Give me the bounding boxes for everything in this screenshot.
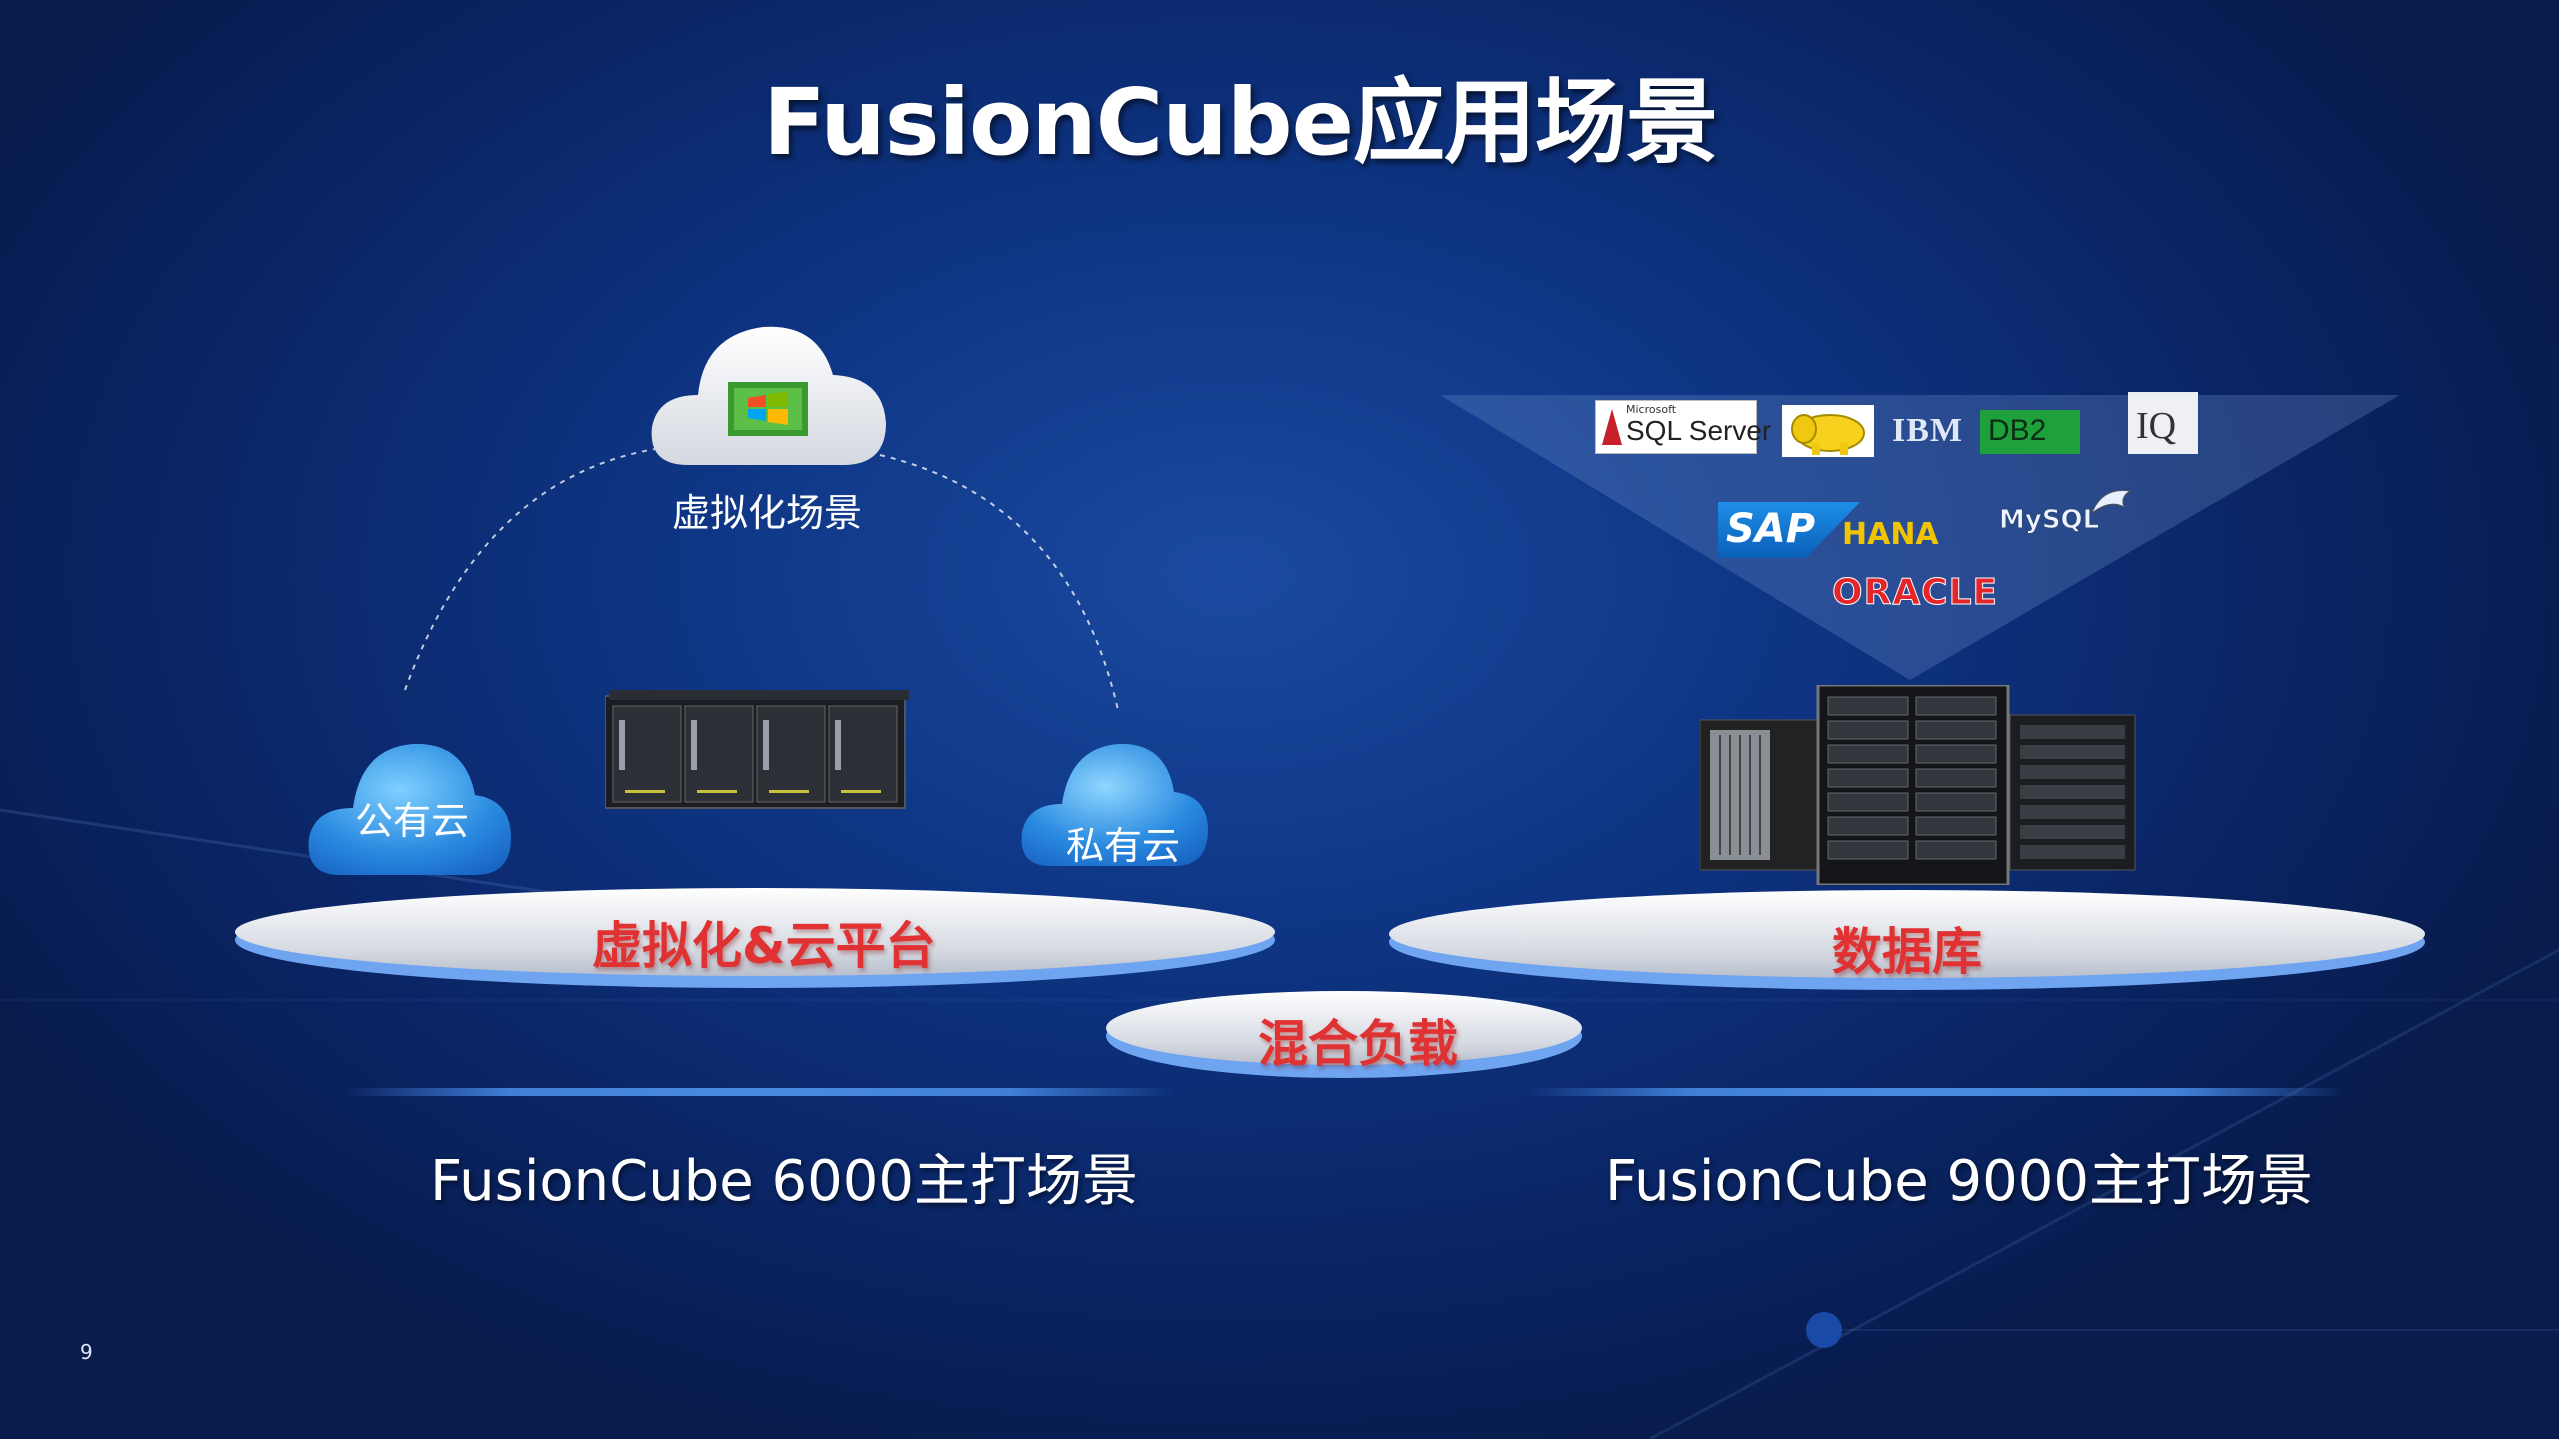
fusioncube-6000-caption: FusionCube 6000主打场景 <box>430 1149 1139 1214</box>
hana-logo: HANA <box>1842 517 1939 552</box>
mysql-logo: MySQL <box>1995 485 2140 537</box>
fusioncube-9000-caption: FusionCube 9000主打场景 <box>1605 1149 2314 1214</box>
public-cloud-label: 公有云 <box>355 799 470 843</box>
page-number: 9 <box>80 1340 93 1364</box>
db2-logo: DB2 <box>1980 410 2080 454</box>
left-divider-line <box>345 1088 1175 1096</box>
mixed-workload-label: 混合负载 <box>1258 1015 1458 1073</box>
private-cloud-icon <box>1021 743 1208 866</box>
dolphin-icon <box>2090 489 2132 515</box>
right-divider-line <box>1525 1088 2345 1096</box>
private-cloud-label: 私有云 <box>1066 824 1181 868</box>
elephant-icon <box>1791 414 1865 455</box>
oracle-logo: ORACLE <box>1831 572 1999 614</box>
database-plate <box>1389 890 2425 990</box>
virtualization-platform-label: 虚拟化&云平台 <box>592 917 936 975</box>
mixed-workload-plate <box>1106 991 1582 1078</box>
database-label: 数据库 <box>1832 923 1982 981</box>
fusioncube-9000-server-image <box>1700 685 2136 885</box>
virtualization-platform-plate <box>235 888 1275 988</box>
page-title: FusionCube应用场景 <box>762 69 1718 176</box>
sqlserver-logo: Microsoft SQL Server <box>1595 400 1771 454</box>
sap-logo: SAP <box>1718 502 1860 558</box>
hadoop-logo <box>1782 405 1874 457</box>
windows-logo-icon <box>728 382 808 436</box>
sqlserver-icon <box>1602 409 1622 445</box>
virtualization-scene-label: 虚拟化场景 <box>672 491 863 535</box>
fusioncube-6000-server-image <box>605 690 909 809</box>
sybase-iq-logo: IQ <box>2128 392 2198 454</box>
public-cloud-icon <box>308 743 511 875</box>
ibm-logo: IBM <box>1892 412 1963 449</box>
